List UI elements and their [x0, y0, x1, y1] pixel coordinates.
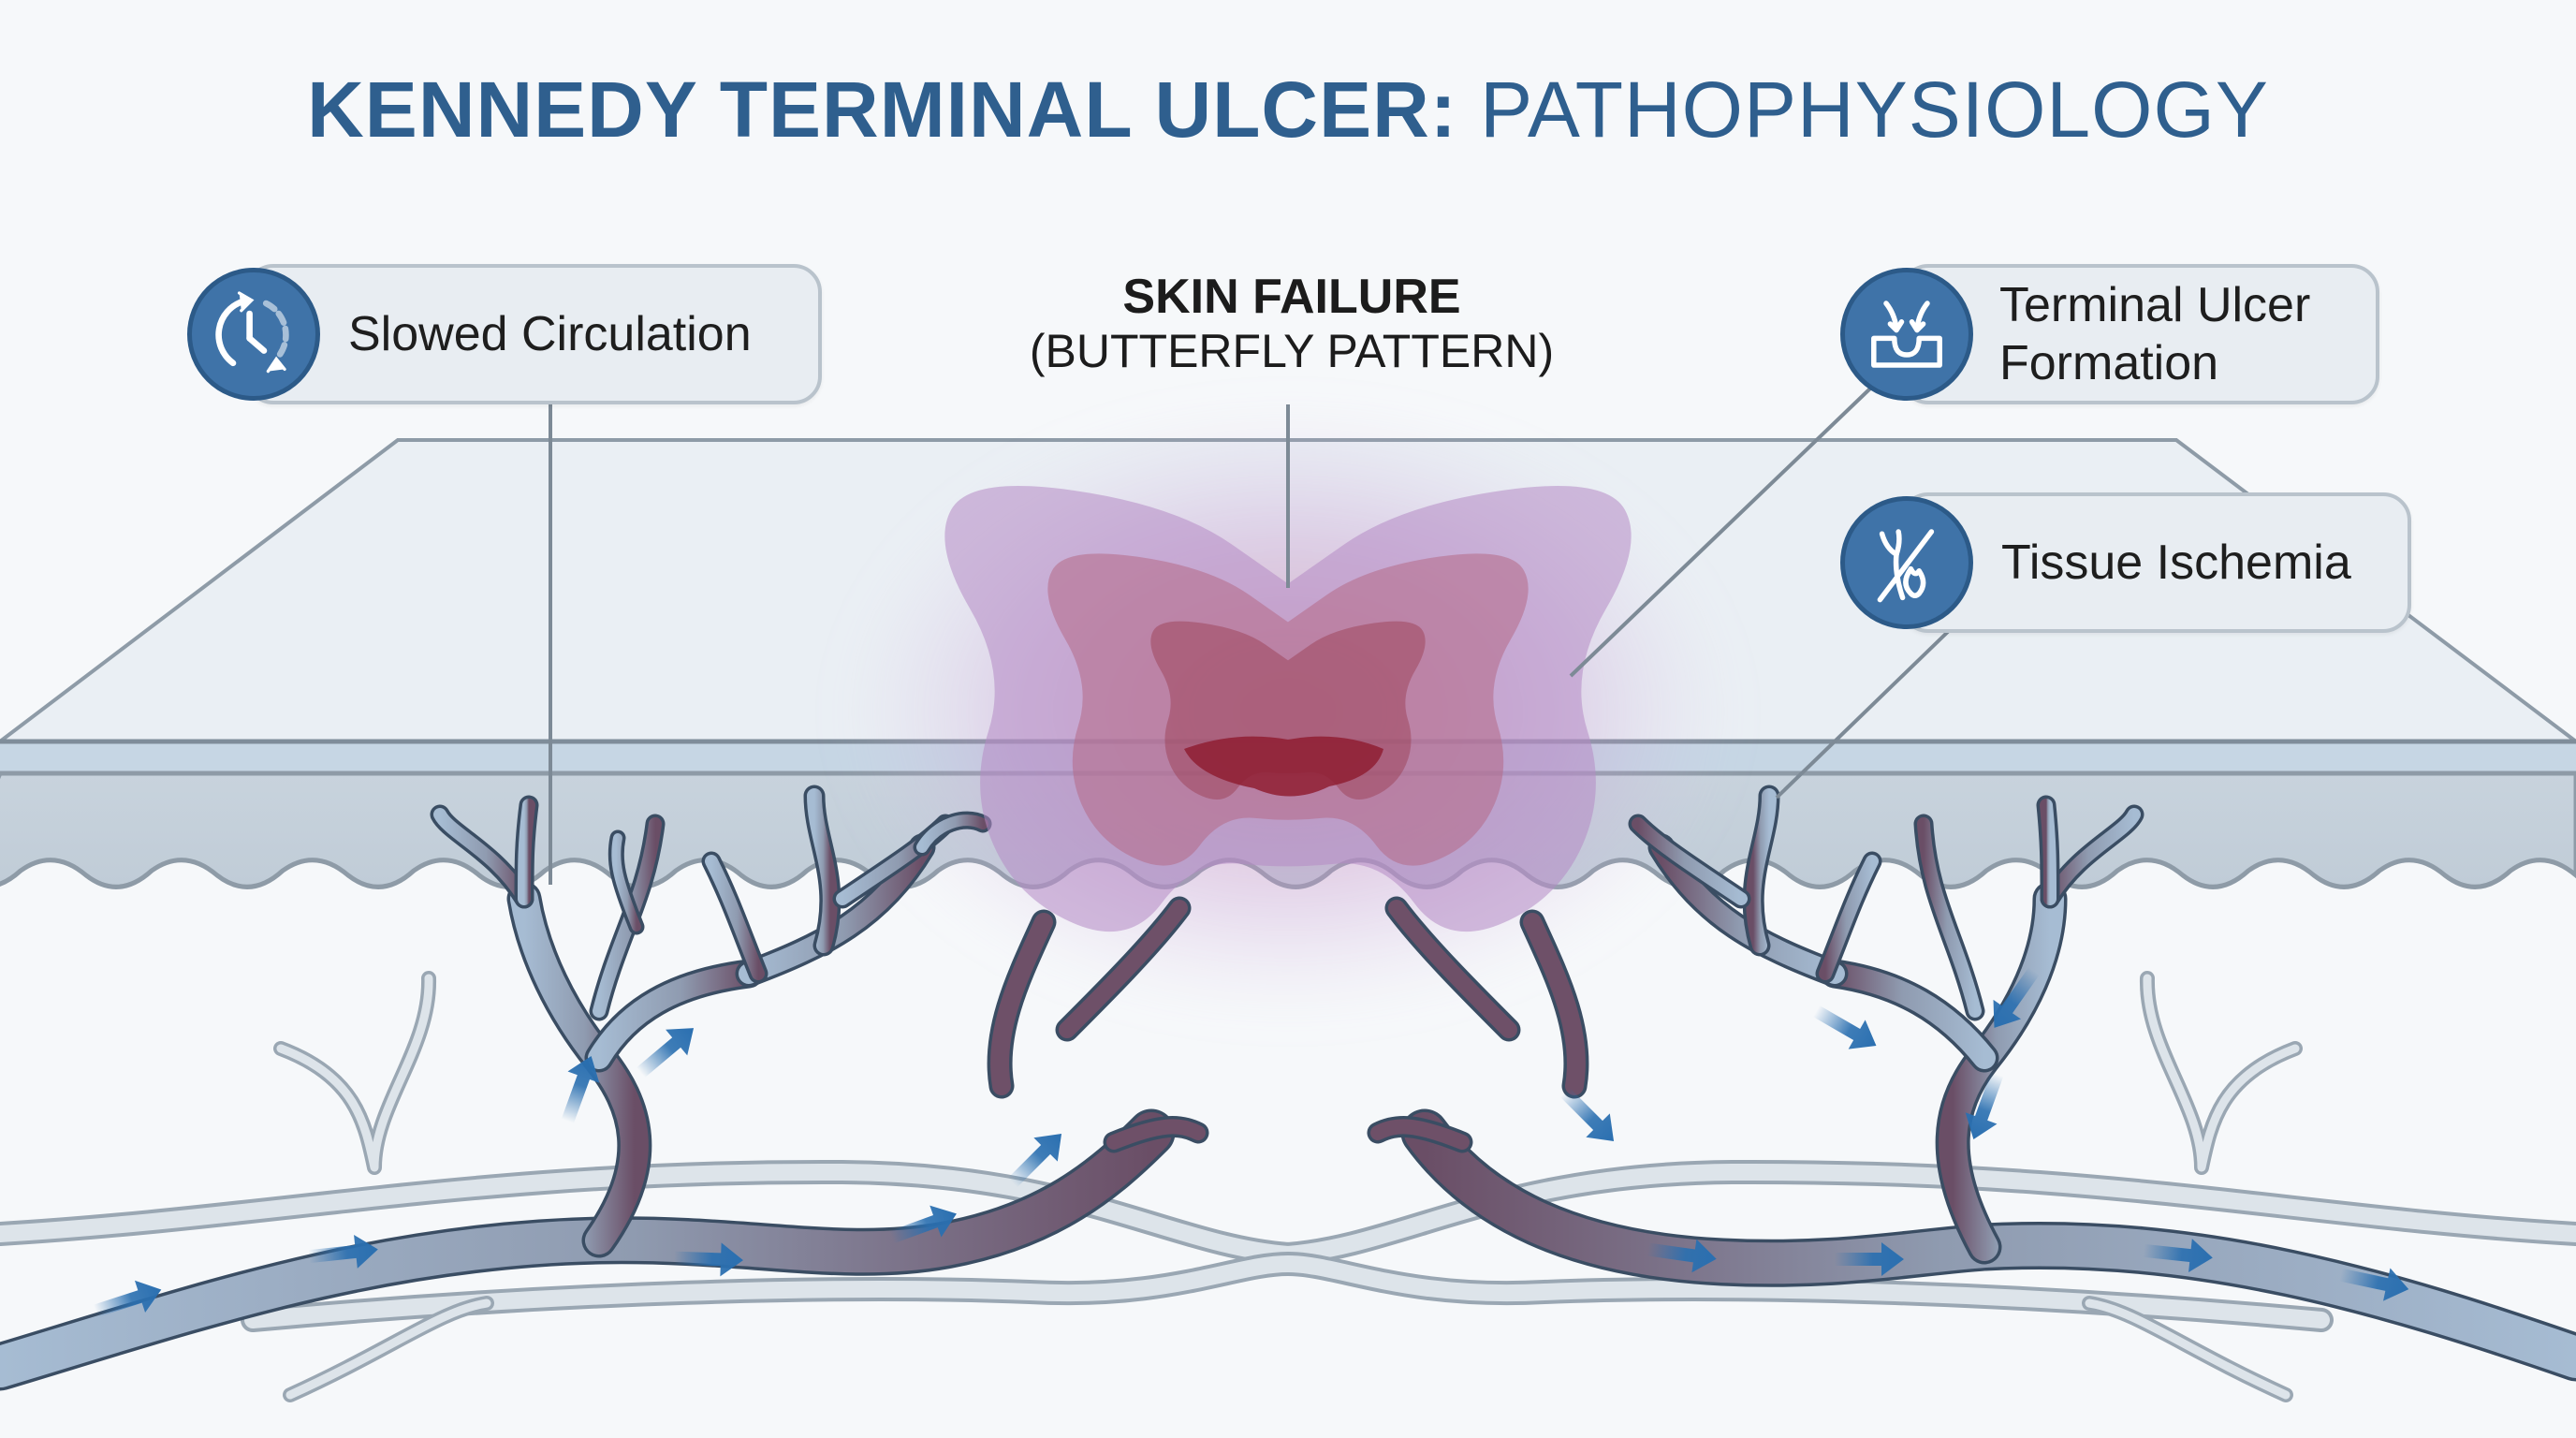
- title-light: PATHOPHYSIOLOGY: [1480, 66, 2269, 154]
- branch: [1651, 837, 1845, 984]
- leader-terminal-ulcer: [1569, 387, 1872, 678]
- flow-arrow: [93, 1280, 162, 1318]
- skin-failure-label: SKIN FAILURE (BUTTERFLY PATTERN): [1011, 270, 1573, 378]
- flow-arrow: [1007, 1133, 1062, 1188]
- arrow-shape: [889, 1205, 957, 1244]
- faded-vessel-fill: [2143, 974, 2300, 1172]
- branch: [588, 962, 760, 1069]
- flow-arrow: [1812, 1005, 1877, 1049]
- arrow-shape: [2143, 1239, 2213, 1272]
- callout-label-line1: Terminal Ulcer: [1999, 278, 2311, 332]
- main-vessel-right: [1404, 1112, 2576, 1378]
- ulcer-depression-icon: [1840, 268, 1973, 401]
- blood-flow-arrows: [93, 967, 2409, 1318]
- capillary: [1917, 817, 1982, 1018]
- arrow-shape: [308, 1235, 378, 1269]
- flow-arrow: [1835, 1242, 1904, 1276]
- arrow-shape: [1965, 1072, 2004, 1139]
- branch: [1823, 962, 1996, 1069]
- ischemic-capillary: [990, 913, 1053, 1095]
- lesion-middle-layer: [1047, 553, 1529, 866]
- arrow-shape: [636, 1028, 695, 1078]
- flow-arrow: [1647, 1239, 1717, 1273]
- faded-vessel-fill: [2085, 1299, 2291, 1400]
- faded-vessel-fill: [244, 1255, 2330, 1328]
- skin-failure-heading: SKIN FAILURE: [1122, 270, 1461, 324]
- callout-tissue-ischemia: Tissue Ischemia: [1900, 492, 2411, 633]
- capillary: [433, 808, 531, 905]
- title-bold: KENNEDY TERMINAL ULCER:: [307, 66, 1457, 154]
- callout-label: Tissue Ischemia: [2001, 536, 2351, 590]
- ischemic-capillary: [1059, 900, 1188, 1038]
- arrow-shape: [1812, 1005, 1877, 1049]
- ulcer-crater: [1184, 736, 1383, 797]
- capillary: [705, 855, 765, 980]
- arrow-shape: [1559, 1087, 1615, 1142]
- capillary: [611, 833, 641, 932]
- callout-terminal-ulcer-formation: Terminal Ulcer Formation: [1900, 264, 2379, 404]
- ischemic-capillary: [1388, 900, 1517, 1038]
- callout-label-line2: Formation: [1999, 336, 2219, 390]
- arrow-shape: [561, 1056, 600, 1123]
- skin-failure-subheading: (BUTTERFLY PATTERN): [1029, 325, 1555, 377]
- arrow-shape: [1993, 967, 2040, 1028]
- capillary: [916, 814, 988, 853]
- flow-arrow: [1993, 967, 2040, 1028]
- flow-arrow: [673, 1242, 743, 1277]
- capillary: [807, 788, 838, 953]
- arrow-shape: [1647, 1239, 1717, 1273]
- capillary: [1632, 817, 1748, 905]
- faded-vessel-fill: [276, 974, 433, 1172]
- clock-cycle-icon: [187, 268, 320, 401]
- flow-arrow: [889, 1205, 957, 1244]
- flow-arrow: [2339, 1268, 2409, 1301]
- branch: [739, 837, 932, 984]
- capillary: [1819, 855, 1879, 980]
- flow-arrow: [2143, 1239, 2213, 1272]
- arrow-shape: [673, 1242, 743, 1277]
- callout-slowed-circulation: Slowed Circulation: [245, 264, 822, 404]
- capillary: [2043, 808, 2141, 905]
- flow-arrow: [561, 1056, 600, 1123]
- capillary: [2040, 799, 2056, 905]
- branch: [1939, 885, 2064, 1261]
- callout-label: Slowed Circulation: [348, 307, 752, 361]
- flow-arrow: [1965, 1072, 2004, 1139]
- butterfly-lesion: [944, 486, 1632, 932]
- leader-tissue-ischemia: [1775, 624, 1956, 800]
- blocked-vessel-flame-icon: [1840, 496, 1973, 629]
- arrow-shape: [93, 1280, 162, 1318]
- arrow-shape: [2339, 1268, 2409, 1301]
- capillary: [518, 799, 535, 905]
- leader-lines: [549, 387, 1956, 885]
- flow-arrow: [636, 1028, 695, 1078]
- page-title: KENNEDY TERMINAL ULCER: PATHOPHYSIOLOGY: [0, 58, 2576, 161]
- faded-vessel-fill: [285, 1299, 491, 1400]
- flow-arrow: [1559, 1087, 1615, 1142]
- flow-arrow: [308, 1235, 378, 1269]
- ischemic-capillary: [1370, 1119, 1470, 1150]
- arrow-shape: [1835, 1242, 1904, 1276]
- capillary: [1746, 788, 1777, 953]
- ischemic-capillary: [1523, 913, 1586, 1095]
- deep-vessel-network: [0, 971, 2576, 1402]
- ischemic-capillary: [1106, 1119, 1206, 1150]
- main-vessel-left: [0, 1112, 1172, 1387]
- arrow-shape: [1007, 1133, 1062, 1188]
